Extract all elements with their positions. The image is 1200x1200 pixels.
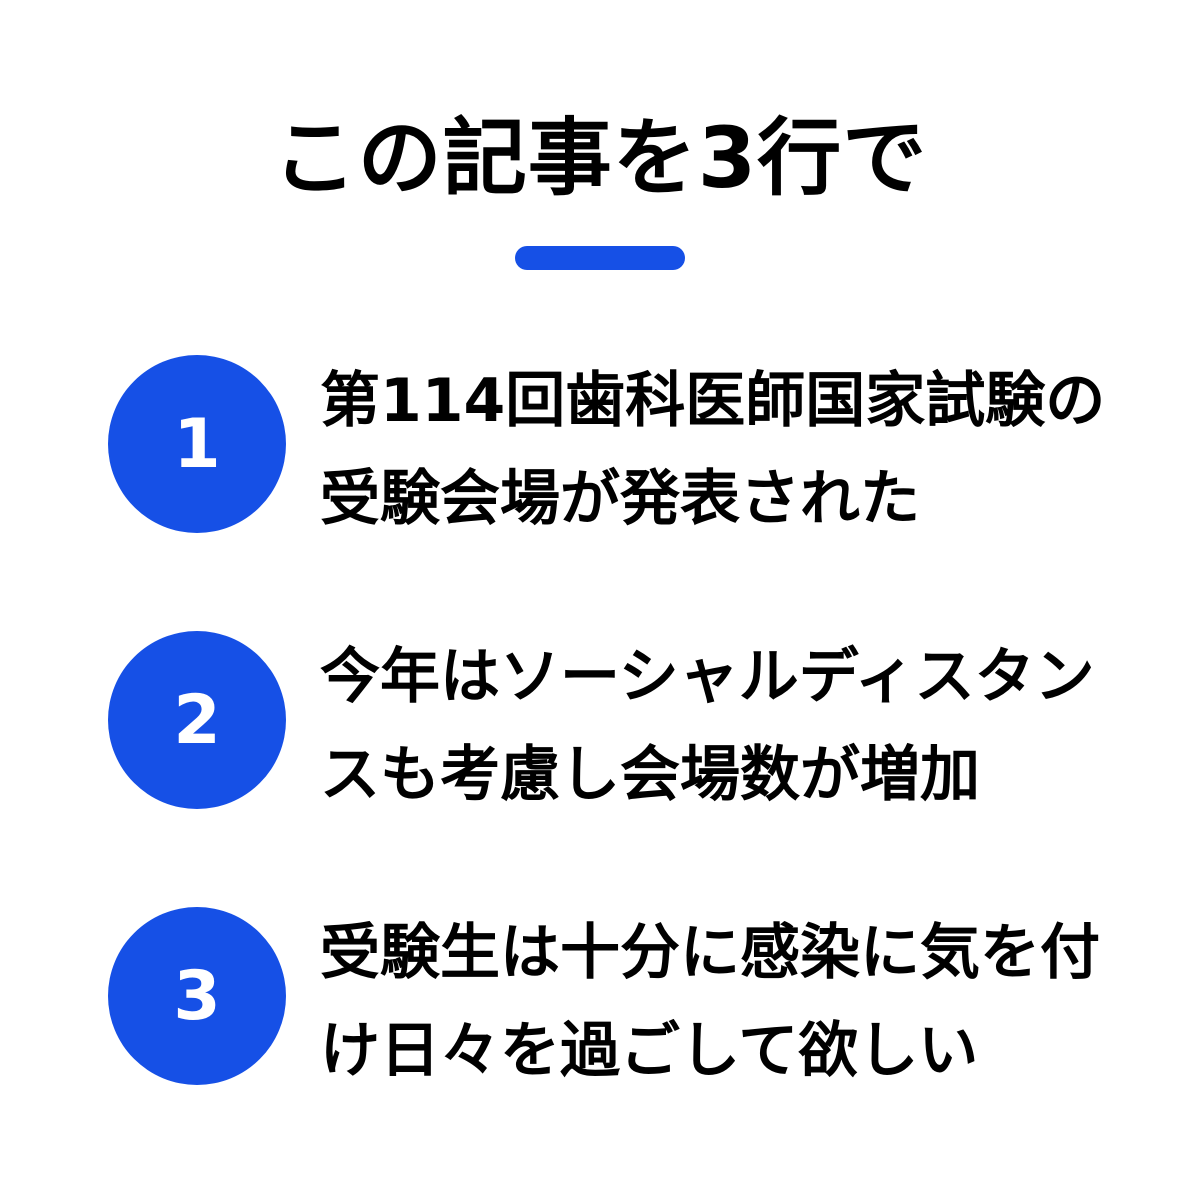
number-badge-3: 3 [108,907,286,1085]
number-badge-2: 2 [108,631,286,809]
summary-text-3: 受験生は十分に感染に気を付け日々を過ごして欲しい [320,918,1100,1086]
summary-item-2: 2 今年はソーシャルディスタンスも考慮し会場数が増加 [0,628,1200,810]
page-title: この記事を3行で [272,109,928,207]
number-badge-1: 1 [108,355,286,533]
summary-item-1: 1 第114回歯科医師国家試験の受験会場が発表された [0,352,1200,534]
title-underline [515,246,685,270]
summary-item-3: 3 受験生は十分に感染に気を付け日々を過ごして欲しい [0,904,1200,1086]
summary-text-2: 今年はソーシャルディスタンスも考慮し会場数が増加 [320,642,1095,810]
summary-text-1: 第114回歯科医師国家試験の受験会場が発表された [320,366,1106,534]
